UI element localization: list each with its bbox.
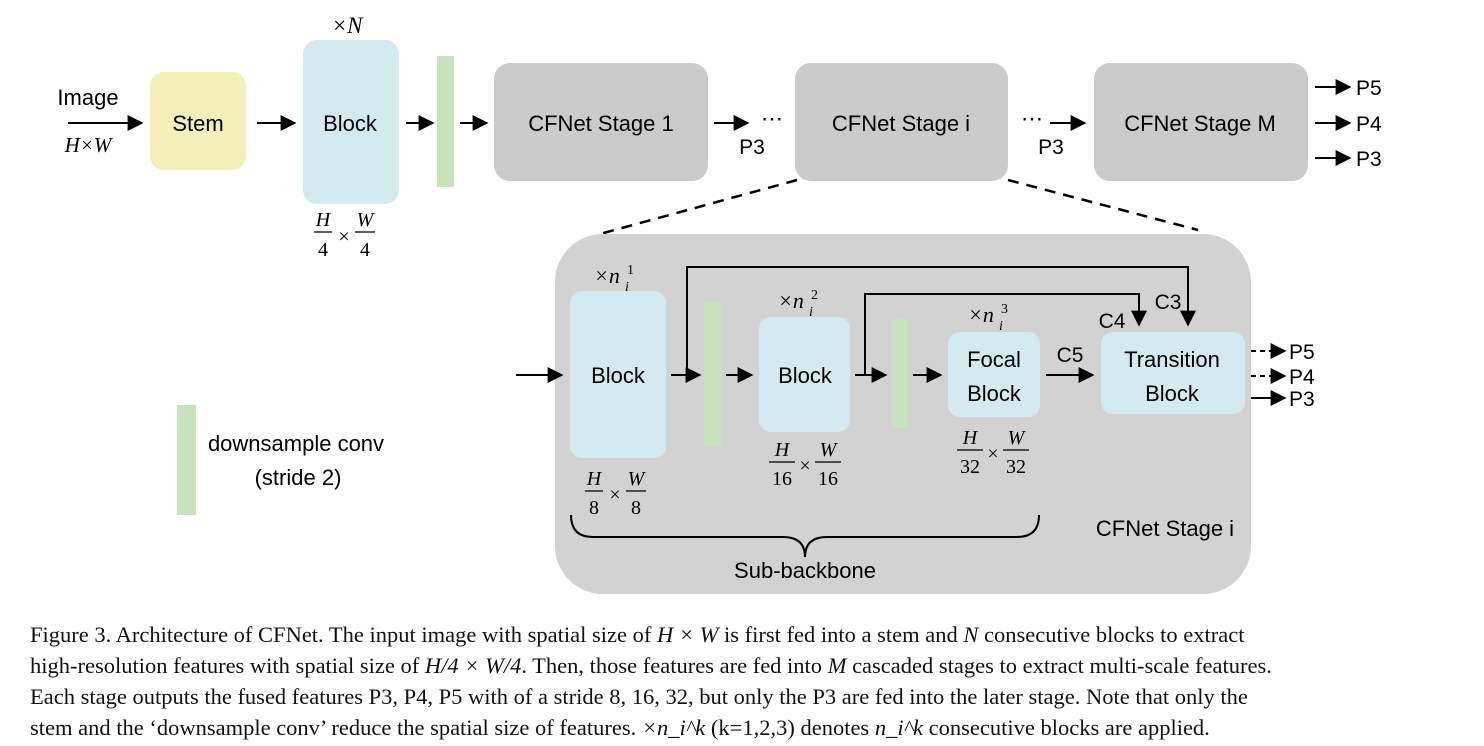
svg-text:3: 3: [1001, 302, 1008, 317]
zoom-line-right: [1007, 178, 1199, 232]
svg-text:H: H: [774, 439, 791, 461]
top-downsample-conv: [437, 56, 454, 187]
detail-output-p4: P4: [1289, 366, 1315, 389]
svg-text:16: 16: [818, 468, 838, 490]
detail-downsample-2: [891, 319, 907, 428]
stage-i-box: [795, 63, 1008, 181]
c5-label: C5: [1057, 344, 1084, 367]
top-block-label: Block: [323, 111, 378, 136]
stage-m-box: [1094, 63, 1308, 181]
ellipsis-2: ⋯: [1021, 106, 1043, 131]
res-top-den-h: 4: [318, 239, 328, 261]
focal-block-line-1: Focal: [967, 347, 1021, 372]
top-output-p5: P5: [1356, 77, 1382, 100]
transition-block: [1101, 332, 1245, 414]
c3-label: C3: [1155, 291, 1182, 314]
caption-line-2: high-resolution features with spatial si…: [30, 653, 1272, 678]
stagei-p3-label: P3: [1038, 136, 1064, 159]
svg-text:2: 2: [811, 288, 818, 303]
svg-text:H: H: [586, 468, 603, 490]
res-block-1: H 8 × W 8: [585, 468, 647, 519]
rep-label-1: ×n 1 i: [594, 263, 634, 295]
svg-text:i: i: [625, 280, 629, 295]
stem-box: [150, 72, 246, 170]
top-block-resolution: H 4 × W 4: [314, 209, 376, 261]
detail-block-2: [759, 317, 850, 432]
res-top-num-h: H: [315, 209, 332, 231]
svg-text:×n: ×n: [778, 288, 804, 313]
stage-1-box: [494, 63, 708, 181]
top-output-p3: P3: [1356, 148, 1382, 171]
c4-label: C4: [1099, 310, 1126, 333]
focal-block-line-2: Block: [967, 381, 1022, 406]
stem-label: Stem: [172, 111, 223, 136]
legend-line-2: (stride 2): [255, 465, 342, 490]
svg-text:×: ×: [987, 443, 998, 465]
detail-output-p3: P3: [1289, 388, 1315, 411]
res-top-den-w: 4: [360, 239, 370, 261]
sub-backbone-label: Sub-backbone: [734, 558, 876, 583]
detail-block-1-label: Block: [591, 363, 646, 388]
res-top-num-w: W: [357, 209, 376, 231]
res-top-times: ×: [338, 226, 349, 248]
res-focal-block: H 32 × W 32: [957, 427, 1029, 478]
res-block-2: H 16 × W 16: [769, 439, 841, 490]
focal-block: [948, 332, 1040, 417]
figure-caption: Figure 3. Architecture of CFNet. The inp…: [30, 619, 1430, 743]
zoom-line-left: [599, 178, 798, 236]
detail-title: CFNet Stage i: [1096, 516, 1234, 541]
transition-block-line-1: Transition: [1124, 347, 1220, 372]
legend-line-1: downsample conv: [208, 431, 384, 456]
svg-text:i: i: [809, 305, 813, 320]
top-output-p4: P4: [1356, 113, 1382, 136]
stage-i-label: CFNet Stage i: [832, 111, 970, 136]
svg-text:32: 32: [1006, 456, 1026, 478]
svg-text:×: ×: [799, 455, 810, 477]
c3-skip-connection: [686, 266, 1196, 375]
image-label: Image: [57, 85, 118, 110]
svg-text:×n: ×n: [594, 263, 620, 288]
caption-line-1: Figure 3. Architecture of CFNet. The inp…: [30, 622, 1245, 647]
transition-block-line-2: Block: [1145, 381, 1200, 406]
caption-line-4: stem and the ‘downsample conv’ reduce th…: [30, 715, 1210, 740]
detail-block-2-label: Block: [778, 363, 833, 388]
detail-block-1: [570, 291, 666, 458]
rep-label-2: ×n 2 i: [778, 288, 818, 320]
legend-downsample-swatch: [177, 405, 196, 515]
rep-label-3: ×n 3 i: [968, 302, 1008, 334]
svg-text:W: W: [820, 439, 839, 461]
svg-text:×: ×: [609, 484, 620, 506]
stage-1-label: CFNet Stage 1: [528, 111, 674, 136]
architecture-diagram: Image H×W Stem ×N Block H 4 × W 4 CFNet …: [57, 13, 1382, 594]
detail-output-p5: P5: [1289, 341, 1315, 364]
caption-line-3: Each stage outputs the fused features P3…: [30, 684, 1248, 709]
stage-m-label: CFNet Stage M: [1124, 111, 1276, 136]
svg-text:×n: ×n: [968, 302, 994, 327]
svg-text:8: 8: [631, 497, 641, 519]
svg-text:H: H: [962, 427, 979, 449]
top-block-box: [303, 40, 399, 204]
svg-text:W: W: [1008, 427, 1027, 449]
block-repeat-label: ×N: [332, 13, 365, 38]
c4-skip-connection: [864, 293, 1147, 375]
svg-text:8: 8: [589, 497, 599, 519]
image-size-label: H×W: [64, 133, 114, 157]
svg-text:W: W: [628, 468, 647, 490]
stage1-p3-label: P3: [739, 136, 765, 159]
detail-downsample-1: [704, 302, 721, 446]
sub-backbone-brace: [570, 514, 1040, 558]
svg-text:i: i: [999, 319, 1003, 334]
svg-text:16: 16: [772, 468, 792, 490]
svg-text:1: 1: [627, 263, 634, 278]
svg-text:32: 32: [960, 456, 980, 478]
ellipsis-1: ⋯: [761, 106, 783, 131]
